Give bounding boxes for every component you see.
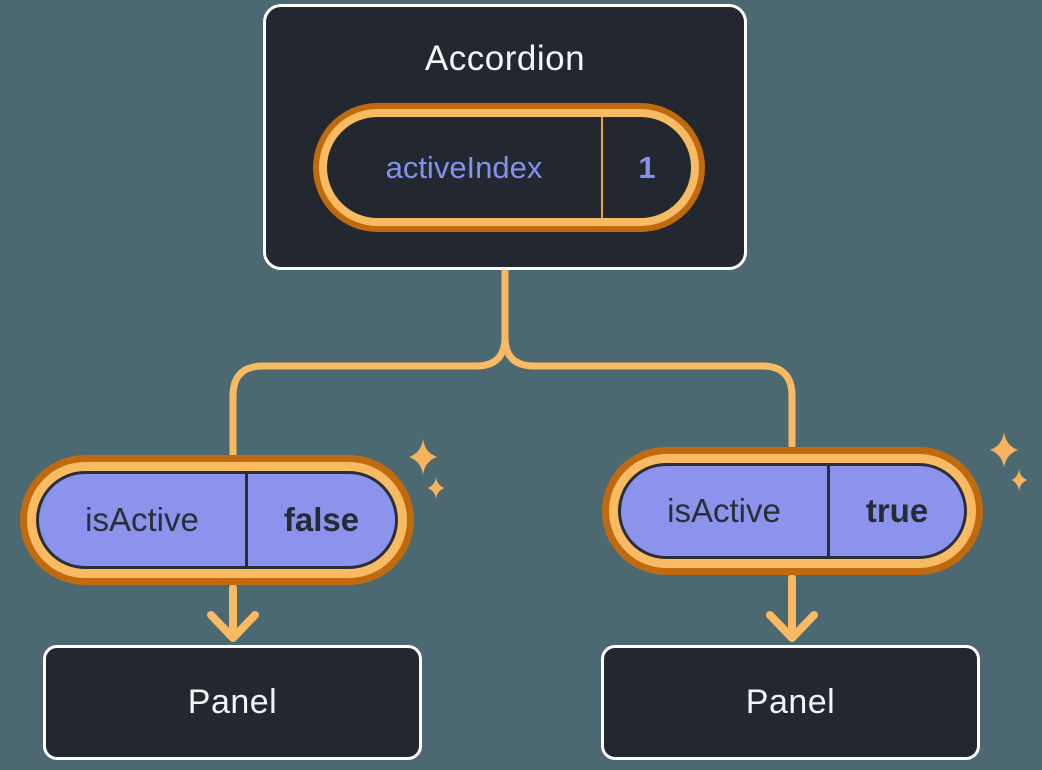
pill-divider — [827, 466, 830, 556]
sparkle-icon — [427, 477, 445, 499]
component-title: Accordion — [424, 39, 586, 78]
state-pill-activeindex: activeIndex 1 — [319, 109, 699, 226]
arrow-right-head — [766, 611, 818, 642]
state-value: 1 — [638, 149, 656, 185]
sparkle-icon — [1011, 469, 1028, 491]
panel-box-right: Panel — [601, 645, 980, 760]
arrow-left-head — [207, 611, 259, 642]
pill-divider — [601, 117, 603, 218]
prop-name: isActive — [667, 492, 781, 529]
connector-branch-left — [229, 333, 509, 470]
connector-branch-right — [501, 333, 796, 462]
pill-divider — [245, 474, 248, 566]
prop-name: isActive — [85, 501, 199, 538]
sparkle-icon — [990, 432, 1018, 468]
panel-box-left: Panel — [43, 645, 422, 760]
accordion-component-box: Accordion activeIndex 1 — [263, 4, 747, 270]
prop-value: true — [865, 492, 929, 529]
sparkle-icon — [409, 439, 437, 475]
state-name: activeIndex — [385, 149, 543, 185]
prop-pill-isactive-right: isActive true — [618, 463, 967, 559]
prop-pill-isactive-left: isActive false — [36, 471, 398, 569]
prop-value: false — [283, 501, 360, 538]
